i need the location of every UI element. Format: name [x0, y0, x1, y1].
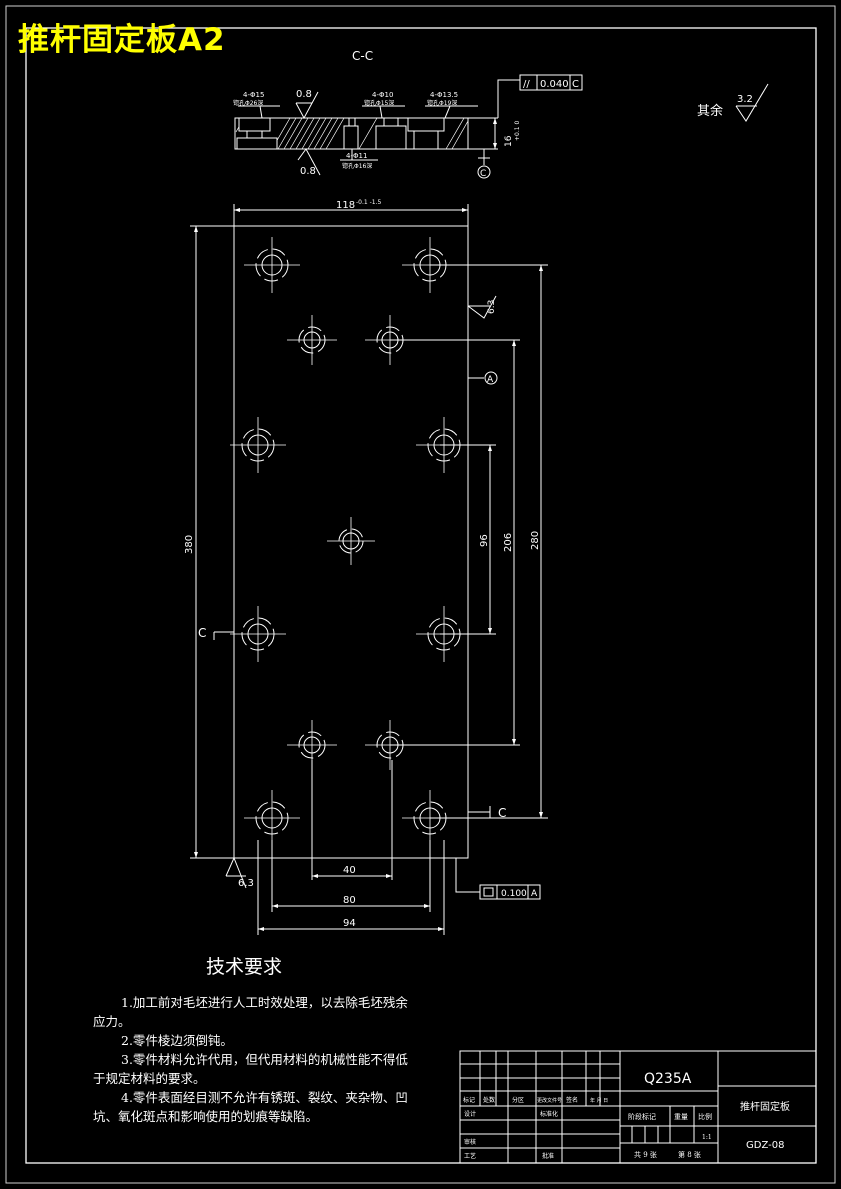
tech-requirements-heading: 技术要求: [206, 956, 283, 978]
cut-left-letter: C: [198, 626, 206, 640]
tb-part-name: 推杆固定板: [740, 1100, 790, 1113]
thickness-tol: +0.1 0: [514, 121, 521, 141]
dim-hole3-note: 锪孔Φ19深: [427, 99, 457, 107]
dim-width-tol: -0.1 -1.5: [356, 199, 382, 206]
tb-row-label-2: 分区: [512, 1096, 524, 1104]
hole-layer: [230, 237, 472, 846]
thickness-value: 16: [504, 135, 514, 147]
cut-right-letter: C: [498, 806, 506, 820]
plate-outline: [233, 225, 469, 859]
other-roughness: 其余 3.2: [697, 83, 769, 122]
tech-item-1: 1.加工前对毛坯进行人工时效处理，以去除毛坯残余应力。: [93, 995, 408, 1029]
tb-design-label: 设计: [464, 1110, 476, 1118]
section-text: 4-Φ15 锪孔Φ26深 4-Φ10 锪孔Φ15深 4-Φ13.5 锪孔Φ19深…: [233, 79, 579, 179]
tech-item-2: 2.零件棱边须倒钝。: [121, 1033, 233, 1048]
hole-large-6: [416, 606, 472, 662]
dim-hole4-note: 锪孔Φ16深: [342, 162, 372, 170]
sheet-title: 推杆固定板A2: [18, 22, 226, 58]
hole-large-5: [230, 606, 286, 662]
tech-item-4: 4.零件表面经目测不允许有锈斑、裂纹、夹杂物、凹坑、氧化斑点和影响使用的划痕等缺…: [93, 1090, 408, 1124]
hole-small-3: [287, 720, 337, 770]
rough-top-value: 0.8: [296, 89, 312, 100]
tb-row-label-1: 处数: [483, 1096, 495, 1104]
plan-text: 118 -0.1 -1.5 380 280 206 96 40 80 94 6.…: [184, 199, 541, 929]
section-holes: [236, 117, 445, 150]
plan-view: [190, 204, 548, 935]
dim-height-value: 380: [184, 535, 195, 554]
rough-side-value: 6.3: [487, 300, 497, 314]
tb-row-label-5: 年 月 日: [590, 1097, 608, 1104]
tb-sheet-no: 第 8 张: [678, 1150, 701, 1159]
rough-bottom-value: 0.8: [300, 166, 316, 177]
section-label: C-C: [352, 49, 373, 63]
tb-row-label-4: 签名: [566, 1096, 578, 1104]
dim-280-value: 280: [530, 531, 541, 550]
other-roughness-label: 其余: [697, 103, 723, 119]
hole-center: [327, 517, 375, 565]
tb-material: Q235A: [644, 1071, 692, 1087]
hole-small-2: [365, 315, 415, 365]
hole-large-3: [230, 417, 286, 473]
flatness-datum: A: [531, 889, 538, 899]
dim-94-value: 94: [343, 918, 356, 929]
dim-width-value: 118: [336, 200, 355, 211]
tb-row-label-3: 更改文件号: [537, 1097, 562, 1104]
dim-hole1: 4-Φ15: [243, 91, 264, 99]
dim-hole3: 4-Φ13.5: [430, 91, 458, 99]
other-roughness-value: 3.2: [737, 94, 753, 105]
tb-standard-label: 标准化: [540, 1110, 558, 1118]
tb-stage-label: 阶段标记: [628, 1112, 656, 1121]
flatness-symbol: [483, 887, 494, 897]
dim-hole2: 4-Φ10: [372, 91, 393, 99]
tb-ratio-label: 比例: [698, 1112, 712, 1121]
dim-206-value: 206: [503, 533, 514, 552]
section-view: C-C: [234, 49, 583, 179]
sheet-border-outer: [5, 5, 836, 1184]
tb-row-label-0: 标记: [463, 1096, 475, 1104]
dim-80-value: 80: [343, 895, 356, 906]
hole-large-1: [244, 237, 300, 293]
datum-a-letter: A: [487, 375, 494, 385]
hole-large-2: [402, 237, 458, 293]
tol-value: 0.040: [540, 79, 569, 90]
hole-small-1: [287, 315, 337, 365]
hole-small-4: [365, 720, 415, 770]
dim-hole4: 4-Φ11: [346, 152, 367, 160]
rough-bottom-value: 6.3: [238, 878, 254, 889]
dim-40-value: 40: [343, 865, 356, 876]
tech-requirements: 技术要求 1.加工前对毛坯进行人工时效处理，以去除毛坯残余应力。 2.零件棱边须…: [93, 952, 413, 1126]
tol-datum: C: [572, 79, 579, 90]
hole-large-8: [402, 790, 458, 846]
tb-scale: 1:1: [702, 1134, 712, 1141]
tb-process-label: 工艺: [464, 1152, 476, 1160]
tech-item-3: 3.零件材料允许代用，但代用材料的机械性能不得低于规定材料的要求。: [93, 1052, 408, 1086]
dim-hole2-note: 锪孔Φ15深: [364, 99, 394, 107]
tb-weight-label: 重量: [674, 1113, 688, 1121]
title-block-text: Q235A 推杆固定板 GDZ-08 阶段标记 重量 比例 1:1 共 9 张 …: [463, 1071, 790, 1160]
tb-review-label: 审核: [464, 1138, 476, 1146]
dim-96-value: 96: [479, 534, 490, 547]
sheet-border-inner: [25, 27, 817, 1164]
hole-large-7: [244, 790, 300, 846]
datum-c-letter: C: [480, 169, 486, 179]
hole-large-4: [416, 417, 472, 473]
flatness-value: 0.100: [501, 889, 527, 899]
tb-approve-label: 批准: [542, 1152, 554, 1160]
title-block: [459, 1050, 817, 1164]
section-hatch: [235, 117, 469, 150]
tol-symbol: //: [523, 79, 530, 90]
tb-sheets-total: 共 9 张: [634, 1150, 657, 1159]
dim-hole1-note: 锪孔Φ26深: [233, 99, 263, 107]
tb-drawing-no: GDZ-08: [746, 1140, 784, 1151]
